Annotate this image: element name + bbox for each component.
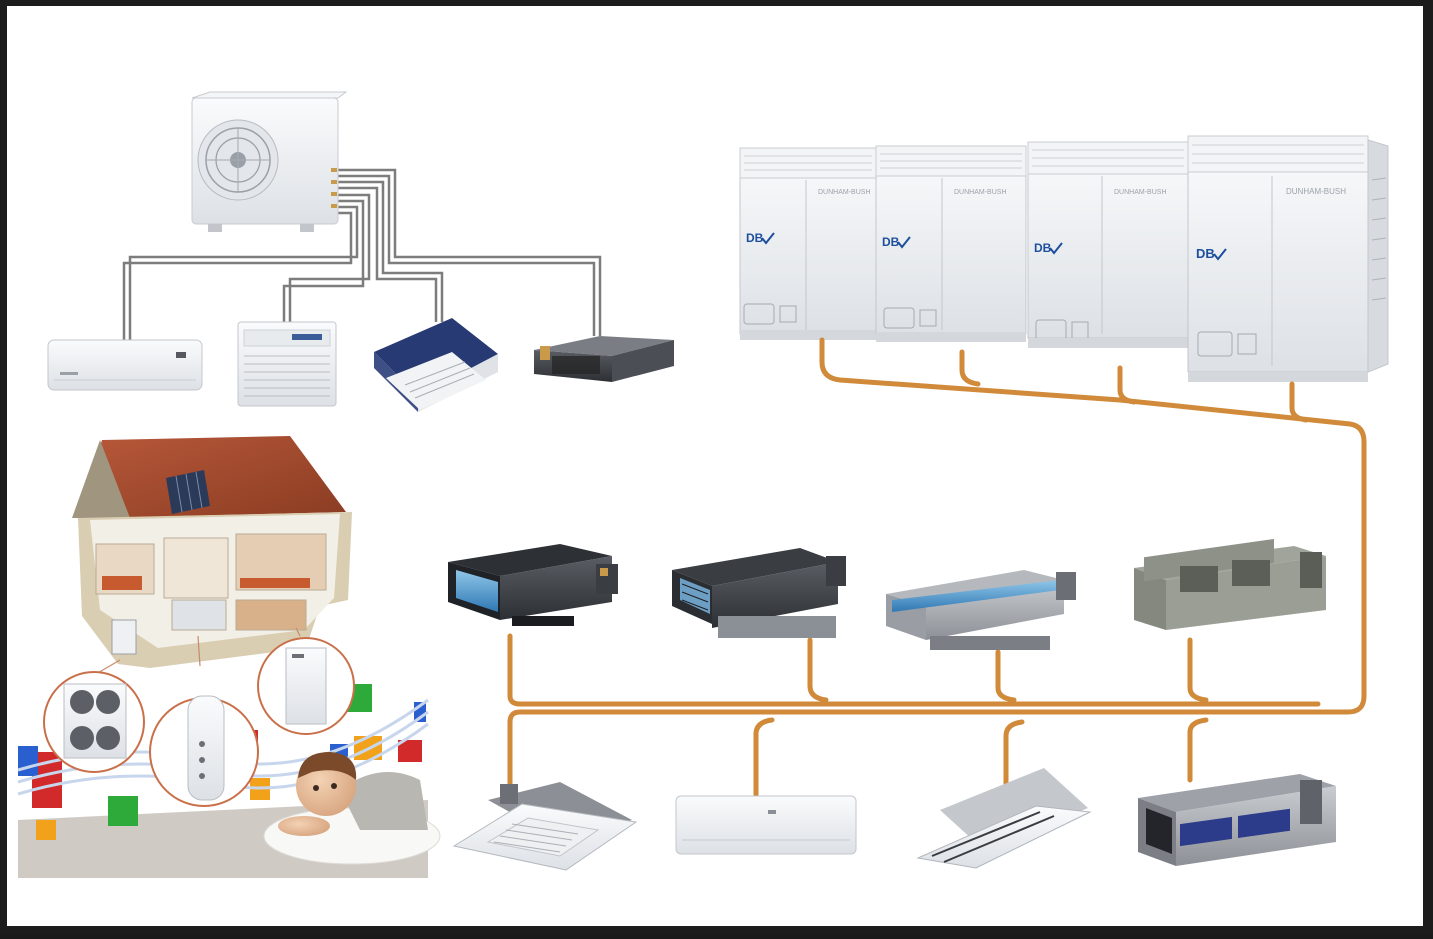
vrv-outdoor-bank: DUNHAM-BUSH DB DUNHAM-BUSH DB DUNHAM-BUS… (739, 135, 1389, 382)
copper-pipe-network (507, 337, 1367, 799)
db-badge: DB (1034, 241, 1052, 255)
db-badge: DB (746, 231, 764, 245)
vrv-outdoor-module: DUNHAM-BUSH DB (1187, 135, 1389, 382)
hot-water-tank-icon (149, 695, 259, 807)
cassette-icon (374, 318, 498, 412)
ceiling-cassette-icon (916, 768, 1092, 869)
vrv-indoor-row-top (448, 538, 1326, 650)
multi-split-outdoor-unit-icon (191, 91, 348, 232)
high-static-ducted-icon (1138, 774, 1336, 866)
ducted-unit-icon (534, 336, 674, 382)
grey-pipe-network (122, 168, 602, 340)
vrv-indoor-row-bottom (452, 768, 1336, 871)
db-badge: DB (1196, 246, 1215, 261)
vrv-outdoor-module: DUNHAM-BUSH DB (1027, 141, 1189, 348)
db-badge: DB (882, 235, 900, 249)
ducted-unit-icon (1134, 538, 1326, 630)
slim-ducted-unit-icon (886, 570, 1076, 650)
brand-text: DUNHAM-BUSH (818, 189, 871, 196)
child-on-pillow-icon (263, 752, 441, 865)
house-cutaway-icon (72, 436, 352, 668)
cassette-icon (452, 782, 638, 871)
vrv-outdoor-module: DUNHAM-BUSH DB (875, 145, 1027, 342)
ducted-unit-icon (448, 544, 618, 626)
brand-text: DUNHAM-BUSH (954, 189, 1007, 196)
multi-split-system (47, 91, 674, 412)
brand-text: DUNHAM-BUSH (1286, 187, 1346, 196)
wall-split-icon (47, 339, 203, 391)
ducted-unit-icon (672, 548, 846, 638)
heat-pump-outdoor-icon (43, 671, 145, 773)
heat-pump-scene (17, 436, 441, 878)
vrv-outdoor-module: DUNHAM-BUSH DB (739, 147, 877, 340)
indoor-hydrobox-icon (257, 637, 355, 735)
brand-text: DUNHAM-BUSH (1114, 189, 1167, 196)
wall-split-icon (675, 795, 857, 855)
floor-console-icon (237, 321, 337, 407)
